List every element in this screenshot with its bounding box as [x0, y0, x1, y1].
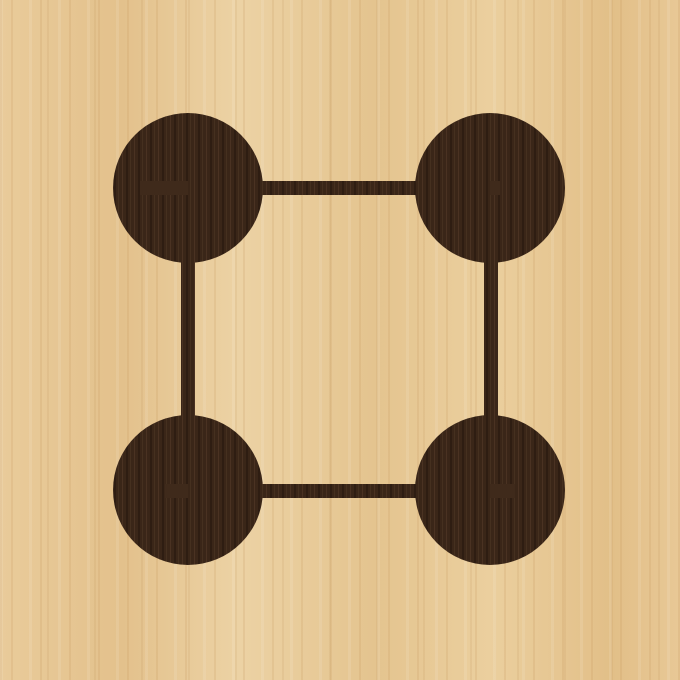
node-top-left[interactable]: [113, 113, 263, 263]
node-top-right[interactable]: [415, 113, 565, 263]
connection-bottom[interactable]: [188, 484, 490, 498]
node-bottom-right[interactable]: [415, 415, 565, 565]
connection-left[interactable]: [181, 188, 195, 490]
connection-right[interactable]: [484, 188, 498, 490]
connection-top[interactable]: [188, 181, 490, 195]
node-bottom-left[interactable]: [113, 415, 263, 565]
